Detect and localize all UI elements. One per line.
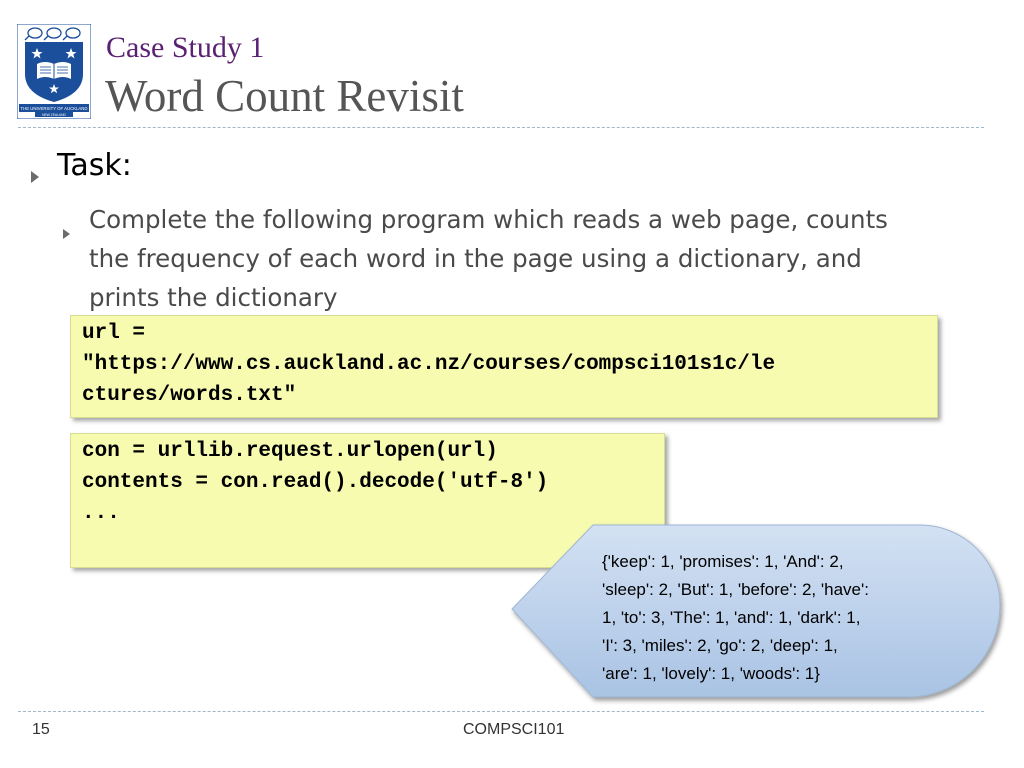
page-number: 15: [32, 721, 50, 738]
header-divider: [18, 127, 984, 128]
bullet-task-label: Task:: [57, 148, 132, 183]
code-line: contents = con.read().decode('utf-8'): [82, 471, 549, 494]
slide-title: Word Count Revisit: [105, 71, 464, 121]
description-line: prints the dictionary: [89, 283, 338, 312]
output-callout: [500, 520, 1015, 705]
code-block-url: url = "https://www.cs.auckland.ac.nz/cou…: [70, 315, 938, 418]
callout-line: 1, 'to': 3, 'The': 1, 'and': 1, 'dark': …: [602, 608, 861, 627]
callout-line: 'I': 3, 'miles': 2, 'go': 2, 'deep': 1,: [602, 636, 838, 655]
code-line: url =: [82, 322, 146, 345]
callout-text: {'keep': 1, 'promises': 1, 'And': 2, 'sl…: [602, 548, 869, 688]
slide-subtitle: Case Study 1: [106, 31, 265, 64]
footer-divider: [18, 711, 984, 712]
callout-line: 'are': 1, 'lovely': 1, 'woods': 1}: [602, 664, 820, 683]
bullet-arrow-icon: [62, 212, 71, 251]
code-line: ctures/words.txt": [82, 384, 297, 407]
university-logo: THE UNIVERSITY OF AUCKLAND NEW ZEALAND: [16, 23, 92, 120]
description-line: the frequency of each word in the page u…: [89, 244, 862, 273]
logo-subtext: NEW ZEALAND: [42, 113, 66, 117]
bullet-arrow-icon: [30, 157, 40, 192]
code-line: ...: [82, 502, 120, 525]
code-line: con = urllib.request.urlopen(url): [82, 440, 498, 463]
code-line: "https://www.cs.auckland.ac.nz/courses/c…: [82, 353, 776, 376]
callout-line: 'sleep': 2, 'But': 1, 'before': 2, 'have…: [602, 580, 869, 599]
description-line: Complete the following program which rea…: [89, 205, 888, 234]
footer-course: COMPSCI101: [463, 721, 565, 738]
logo-text: THE UNIVERSITY OF AUCKLAND: [20, 106, 87, 111]
code-block-urlopen: con = urllib.request.urlopen(url) conten…: [70, 433, 665, 568]
callout-line: {'keep': 1, 'promises': 1, 'And': 2,: [602, 552, 844, 571]
